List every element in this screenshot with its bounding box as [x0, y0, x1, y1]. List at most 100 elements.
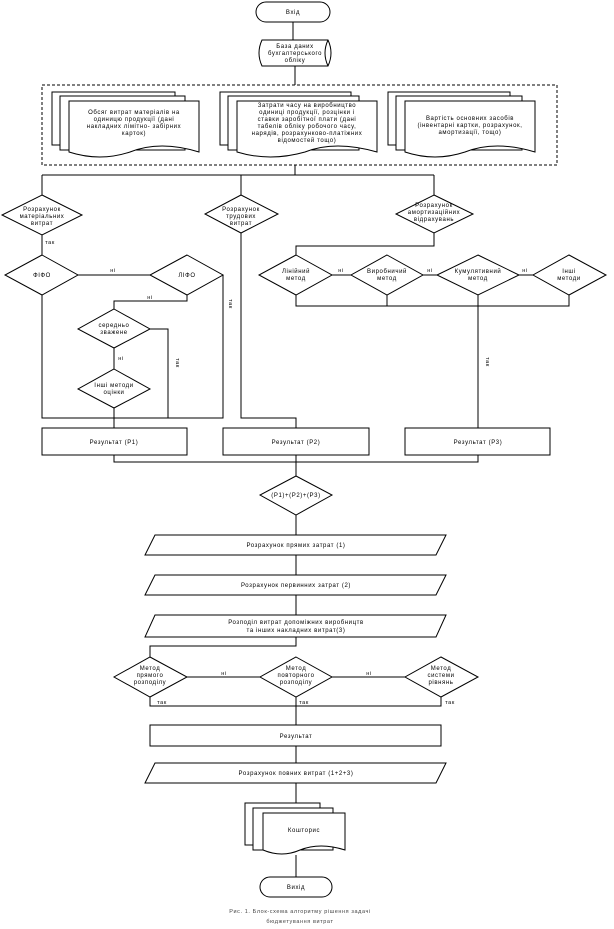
svg-text:трудових: трудових	[226, 214, 256, 220]
decision-labor: Розрахунок трудових витрат	[203, 194, 280, 234]
svg-text:ставки заробітної плати (дані: ставки заробітної плати (дані	[258, 117, 357, 123]
decision-other-methods: Інші методи	[531, 254, 608, 296]
svg-text:Результат (Р3): Результат (Р3)	[454, 440, 503, 446]
svg-text:ФІФО: ФІФО	[33, 273, 51, 279]
svg-text:накладних лімітно- забірних: накладних лімітно- забірних	[87, 124, 181, 130]
svg-text:відомостей тощо): відомостей тощо)	[278, 137, 337, 144]
label-no: ні	[366, 671, 371, 677]
svg-text:повторного: повторного	[277, 673, 314, 679]
decision-linear: Лінійний метод	[257, 254, 334, 296]
result-p1: Результат (Р1)	[41, 427, 188, 456]
svg-text:Розрахунок повних витрат (1+2+: Розрахунок повних витрат (1+2+3)	[239, 771, 354, 777]
figure-caption: Рис. 1. Блок-схема алгоритму рішення зад…	[229, 909, 371, 925]
svg-text:зважене: зважене	[100, 330, 127, 336]
label-yes: так	[227, 299, 233, 309]
svg-text:системи: системи	[427, 673, 454, 679]
svg-text:Метод: Метод	[140, 666, 161, 672]
svg-text:методи: методи	[557, 276, 581, 282]
edge-labels: так ні ні ні так так ні ні ні так ні ні …	[45, 240, 527, 706]
svg-text:витрат: витрат	[230, 221, 252, 227]
decision-cumulative: Кумулятивний метод	[435, 254, 521, 296]
decision-production: Виробничий метод	[349, 254, 425, 296]
svg-text:оцінки: оцінки	[104, 390, 125, 396]
svg-text:амортизації, тощо): амортизації, тощо)	[439, 130, 502, 136]
svg-text:метод: метод	[468, 276, 488, 282]
svg-text:метод: метод	[286, 276, 306, 282]
label-no: ні	[221, 671, 226, 677]
svg-text:матеріальних: матеріальних	[20, 214, 65, 220]
result-p2: Результат (Р2)	[222, 427, 370, 456]
label-no: ні	[338, 268, 343, 274]
label-no: ні	[147, 295, 152, 301]
svg-text:Результат (Р2): Результат (Р2)	[272, 440, 321, 446]
svg-text:Виробничий: Виробничий	[367, 268, 407, 275]
svg-text:База даних: База даних	[276, 44, 313, 50]
svg-text:ЛІФО: ЛІФО	[178, 273, 195, 279]
end-terminator: Вихід	[259, 876, 333, 898]
label-no: ні	[522, 268, 527, 274]
svg-text:витрат: витрат	[31, 221, 53, 227]
svg-text:Рис. 1. Блок-схема алгоритму р: Рис. 1. Блок-схема алгоритму рішення зад…	[229, 909, 371, 915]
svg-text:Результат: Результат	[280, 734, 313, 740]
svg-text:Розрахунок: Розрахунок	[222, 207, 260, 213]
document-assets: Вартість основних засобів (інвентарні ка…	[387, 91, 536, 158]
svg-text:метод: метод	[377, 276, 397, 282]
svg-text:розподілу: розподілу	[134, 680, 167, 686]
decision-materials: Розрахунок матеріальних витрат	[0, 194, 84, 236]
svg-text:Затрати часу на виробництво: Затрати часу на виробництво	[258, 103, 357, 109]
decision-equations: Метод системи рівнянь	[403, 656, 480, 698]
label-no: ні	[427, 268, 432, 274]
label-yes: так	[174, 358, 180, 368]
connectors	[41, 22, 570, 877]
document-estimate: Кошторис	[244, 802, 346, 855]
process-allocation: Розподіл витрат допоміжних виробництв та…	[144, 614, 447, 638]
svg-text:(інвентарні картки, розрахунок: (інвентарні картки, розрахунок,	[417, 123, 522, 129]
svg-text:Метод: Метод	[431, 666, 452, 672]
svg-text:Обсяг витрат матеріалів на: Обсяг витрат матеріалів на	[88, 110, 180, 116]
svg-text:Розрахунок: Розрахунок	[23, 207, 61, 213]
decision-depreciation: Розрахунок амортизаційних відрахувань	[394, 194, 475, 234]
svg-text:Інші методи: Інші методи	[94, 383, 133, 389]
svg-text:бухгалтерського: бухгалтерського	[268, 51, 322, 57]
svg-text:відрахувань: відрахувань	[414, 217, 454, 223]
source-documents-group	[41, 84, 558, 166]
svg-text:Розподіл витрат допоміжних вир: Розподіл витрат допоміжних виробництв	[228, 620, 364, 626]
decision-direct-allocation: Метод прямого розподілу	[112, 656, 189, 698]
svg-text:табелів обліку робочого часу,: табелів обліку робочого часу,	[258, 124, 357, 130]
document-materials: Обсяг витрат матеріалів на одиницю проду…	[51, 91, 200, 158]
document-labor: Затрати часу на виробництво одиниці прод…	[219, 91, 378, 158]
svg-text:карток): карток)	[122, 131, 146, 137]
svg-text:Розрахунок первинних затрат (2: Розрахунок первинних затрат (2)	[241, 583, 351, 589]
svg-text:Результат (Р1): Результат (Р1)	[90, 440, 139, 446]
decision-other-valuation: Інші методи оцінки	[76, 368, 152, 409]
database-node: База даних бухгалтерського обліку	[258, 39, 332, 67]
label-no: ні	[110, 268, 115, 274]
svg-text:Інші: Інші	[562, 269, 576, 275]
decision-lifo: ЛІФО	[148, 254, 225, 296]
svg-text:бюджетування витрат: бюджетування витрат	[266, 919, 333, 925]
decision-repeated-allocation: Метод повторного розподілу	[258, 656, 334, 698]
label-yes: так	[45, 240, 55, 246]
svg-text:Метод: Метод	[286, 666, 307, 672]
label-no: ні	[118, 356, 123, 362]
decision-weighted-average: середньо зважене	[76, 308, 152, 349]
svg-text:обліку: обліку	[285, 58, 306, 64]
svg-text:Розрахунок прямих затрат (1): Розрахунок прямих затрат (1)	[246, 543, 345, 549]
svg-text:Кошторис: Кошторис	[288, 828, 320, 834]
process-primary-costs: Розрахунок первинних затрат (2)	[144, 574, 447, 596]
svg-text:прямого: прямого	[137, 673, 164, 679]
svg-text:Розрахунок: Розрахунок	[415, 203, 453, 209]
result-final: Результат	[149, 724, 442, 747]
svg-text:одиницю продукції (дані: одиницю продукції (дані	[94, 117, 175, 123]
label-yes: так	[445, 700, 455, 706]
svg-text:Вихід: Вихід	[287, 885, 305, 891]
svg-text:Лінійний: Лінійний	[282, 268, 310, 275]
svg-text:та інших накладних витрат(3): та інших накладних витрат(3)	[247, 628, 346, 634]
svg-text:середньо: середньо	[99, 323, 130, 329]
svg-text:розподілу: розподілу	[280, 680, 313, 686]
start-terminator: Вхід	[255, 1, 331, 23]
svg-text:Вхід: Вхід	[286, 10, 300, 16]
result-p3: Результат (Р3)	[404, 427, 551, 456]
svg-text:рівнянь: рівнянь	[428, 680, 453, 686]
